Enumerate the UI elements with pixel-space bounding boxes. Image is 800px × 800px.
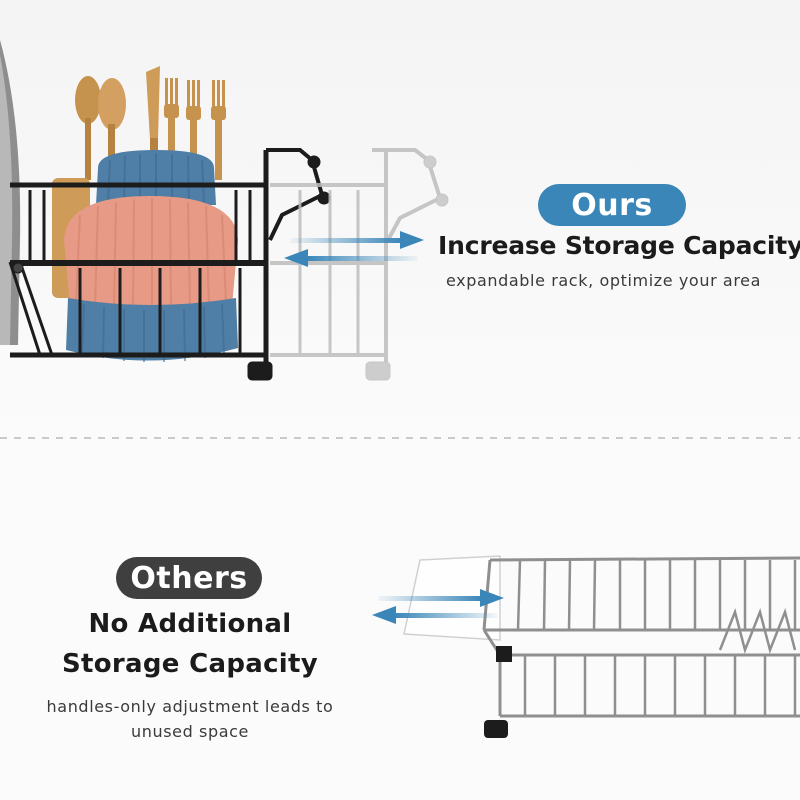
ours-badge: Ours xyxy=(538,184,686,226)
ours-subtext: expandable rack, optimize your area xyxy=(446,271,762,290)
blue-bowl-bottom xyxy=(66,298,238,362)
black-expandable-rack xyxy=(8,148,331,381)
others-headline: No Additional Storage Capacity xyxy=(62,609,318,679)
double-arrow-icon xyxy=(372,589,504,624)
stainless-rack xyxy=(482,556,800,738)
ours-headline: Increase Storage Capacity xyxy=(438,231,800,260)
ghost-expanded-rack xyxy=(270,148,449,381)
others-badge: Others xyxy=(116,557,262,599)
others-subtext: handles-only adjustment leads to unused … xyxy=(46,697,334,741)
double-arrow-icon xyxy=(284,231,424,267)
pink-bowl xyxy=(64,196,238,312)
bottom-panel-background xyxy=(0,438,800,800)
